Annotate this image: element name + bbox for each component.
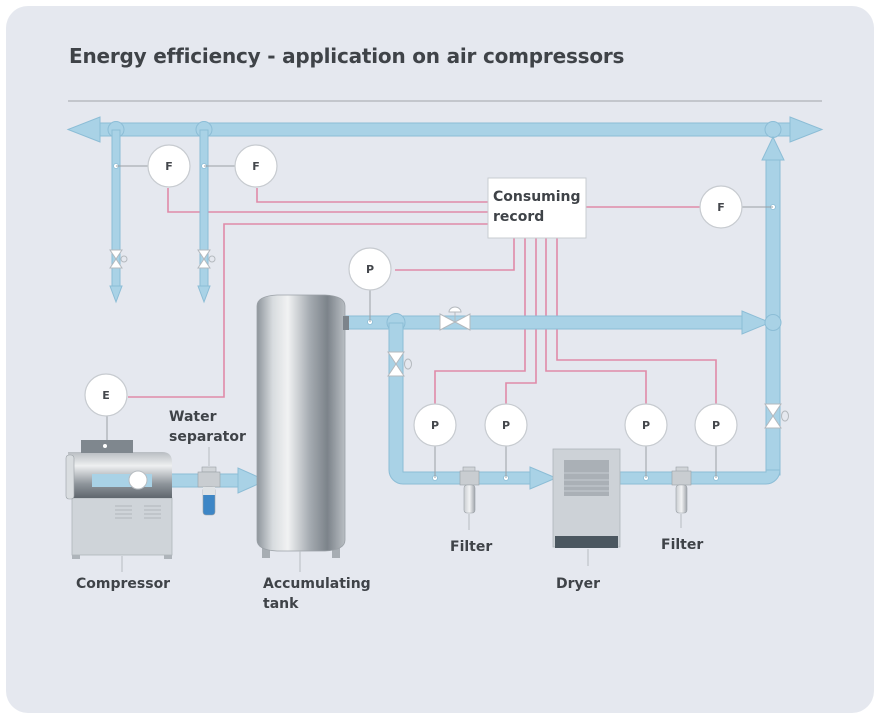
pressure-meter-2[interactable]: P [484,403,528,447]
control-valve-icon [439,306,471,331]
energy-meter[interactable]: E [84,373,128,417]
valve-icon [387,351,412,377]
svg-text:P: P [712,419,720,432]
pressure-meter-1[interactable]: P [413,403,457,447]
signal-line-energy [128,223,490,398]
label-dryer: Dryer [556,576,600,592]
svg-text:P: P [502,419,510,432]
leader-lines [121,551,301,572]
arrow-right-to-tank [237,467,268,494]
arrow-down-branch-2 [197,285,211,304]
svg-text:F: F [252,160,260,173]
label-water-separator-2: separator [169,429,246,445]
signal-lines [128,188,717,406]
svg-text:P: P [431,419,439,432]
compressor [65,440,173,559]
arrow-right-main [789,116,824,143]
compressor-fan-icon [128,470,148,490]
label-tank-2: tank [263,596,299,612]
consuming-record-box[interactable]: Consuming record [487,177,587,239]
meters: F F F P P P P P E [84,144,743,447]
signal-line-pressure-4 [556,238,717,406]
consuming-record-line1: Consuming [493,189,581,205]
signal-line-pressure-2 [505,238,537,406]
arrow-right-to-dryer [529,466,558,490]
filter-2 [671,466,692,528]
consuming-record-line2: record [493,209,544,225]
svg-text:P: P [366,263,374,276]
signal-line-flow-1 [167,188,490,213]
flow-meter-3[interactable]: F [699,185,743,229]
pipe-junction [764,314,782,331]
accumulating-tank [256,294,349,558]
pressure-meter-3[interactable]: P [624,403,668,447]
svg-text:E: E [102,389,110,402]
meter-stems [106,165,773,478]
filter-1 [459,466,480,530]
component-labels: Water separator Compressor Accumulating … [76,409,703,612]
page-title: Energy efficiency - application on air c… [69,44,625,68]
water-separator [197,447,221,516]
signal-line-pressure-tank [395,238,515,271]
signal-line-pressure-1 [434,238,526,406]
label-filter-1: Filter [450,539,492,555]
label-tank-1: Accumulating [263,576,371,592]
arrow-down-branch-1 [109,285,123,304]
svg-text:F: F [717,201,725,214]
dryer [552,448,621,566]
pressure-meter-tank[interactable]: P [348,247,392,291]
pipe-junction [764,121,782,138]
pipe-tank-outlet [345,315,747,330]
arrow-up-riser [761,135,785,161]
pipe-loop [388,322,541,485]
valve-icon [109,249,128,269]
arrow-left-main [66,116,101,143]
label-compressor: Compressor [76,576,170,592]
valve-icon [197,249,216,269]
label-water-separator-1: Water [169,409,217,425]
label-filter-2: Filter [661,537,703,553]
signal-line-pressure-3 [545,238,647,406]
svg-text:F: F [165,160,173,173]
pipe-dryer-outlet [619,469,781,485]
valves [109,249,789,429]
valve-icon [764,403,789,429]
pressure-meter-4[interactable]: P [694,403,738,447]
title-divider [68,100,822,102]
svg-text:P: P [642,419,650,432]
arrow-right-middle [741,310,772,335]
flow-meter-2[interactable]: F [234,144,278,188]
signal-line-flow-2 [256,188,490,203]
flow-meter-1[interactable]: F [147,144,191,188]
